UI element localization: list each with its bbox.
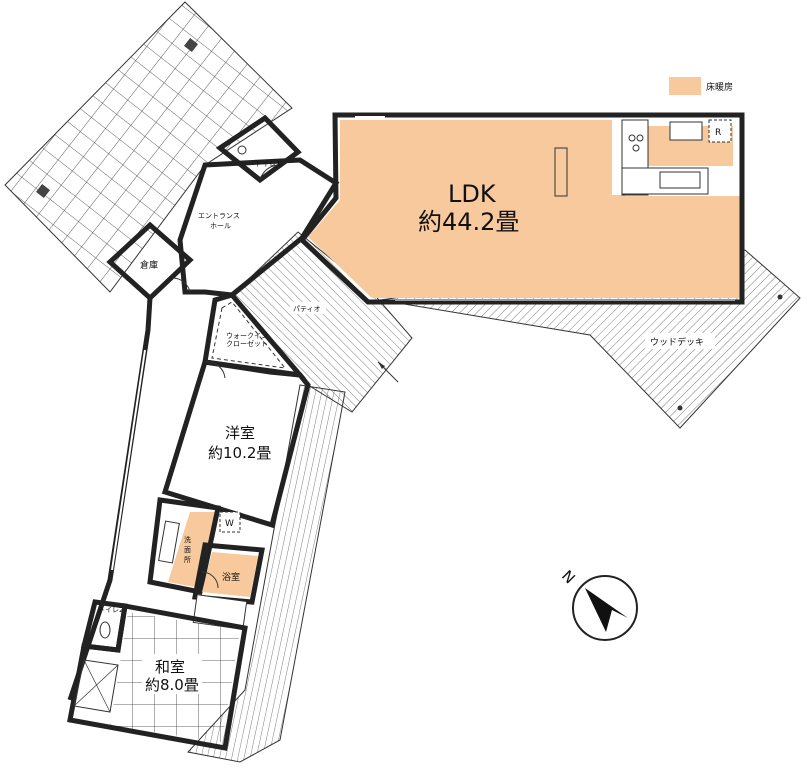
- entrance-hall-label-1: エントランス: [198, 212, 240, 220]
- western-walls: [161, 359, 311, 529]
- island-counter: [554, 147, 568, 197]
- stove-burner: [636, 134, 644, 142]
- toilet2-fixture: [99, 621, 111, 639]
- deck-post: [677, 405, 683, 411]
- japanese-title: 和室: [155, 658, 185, 676]
- entrance-hall-label-2: ホール: [210, 222, 231, 230]
- ldk-floor: [308, 120, 740, 298]
- washroom-label-1: 洗: [184, 535, 191, 544]
- storage-door-swing: [171, 277, 191, 293]
- walkin-label-1: ウォークイン: [226, 332, 268, 340]
- washroom-label-2: 面: [184, 546, 191, 554]
- japanese-area: 約8.0畳: [145, 676, 199, 694]
- storage-walls: [106, 221, 194, 302]
- legend-label: 床暖房: [706, 81, 733, 93]
- stove-burner: [628, 134, 636, 142]
- alcove-diag: [83, 659, 111, 713]
- washer-label: W: [225, 519, 234, 529]
- compass-ring: [572, 575, 638, 641]
- wood-deck-label: ウッドデッキ: [650, 336, 704, 348]
- kitchen-sink: [659, 171, 701, 189]
- toilet1-walls: [215, 114, 302, 184]
- terrace-post: [35, 183, 51, 199]
- terrace-post: [183, 37, 199, 53]
- patio-label-bg: [290, 302, 326, 314]
- western-area: 約10.2畳: [208, 444, 271, 462]
- japanese-walls: [67, 603, 248, 751]
- toilet1-fixture: [237, 145, 247, 155]
- ldk-walls: [298, 112, 745, 305]
- bathroom-walls: [192, 542, 265, 605]
- patio-arrow-head: [378, 362, 385, 369]
- bathroom-door-swing: [201, 571, 219, 589]
- compass-needle: [585, 588, 628, 632]
- west-window: [111, 349, 146, 571]
- washroom-basin: [158, 520, 180, 564]
- stove-burner: [632, 144, 640, 152]
- bathroom-floor: [202, 552, 258, 597]
- fridge-box: [708, 119, 732, 143]
- alcove-diag: [73, 664, 119, 707]
- storage-label: 倉庫: [140, 259, 158, 271]
- patio-label: パティオ: [293, 305, 321, 313]
- compass-label: N: [558, 567, 579, 588]
- walkin-label-2: クローゼット: [226, 339, 268, 348]
- toilet1-label: トイレ1: [255, 160, 280, 168]
- toilet1-door-swing: [259, 164, 279, 181]
- walkin-dash: [211, 301, 287, 369]
- washroom-walls: [147, 497, 222, 595]
- japanese-label-bg: [142, 654, 202, 694]
- washroom-label-3: 所: [184, 555, 191, 564]
- western-title: 洋室: [225, 424, 255, 442]
- fridge-label: R: [715, 128, 721, 138]
- legend-swatch: [669, 77, 701, 95]
- kitchen-cabinet: [669, 121, 703, 141]
- washer-box: [219, 511, 241, 533]
- toilet2-label: トイレ2: [98, 606, 123, 614]
- entrance-terrace: [4, 1, 293, 293]
- western-door-swing: [204, 361, 226, 379]
- ldk-area: 約44.2畳: [418, 208, 519, 236]
- wood-deck-label-bg: [645, 333, 715, 349]
- deck-post: [777, 294, 783, 300]
- west-wall: [67, 297, 153, 701]
- bathroom-label: 浴室: [222, 571, 240, 583]
- ldk-title: LDK: [448, 180, 497, 208]
